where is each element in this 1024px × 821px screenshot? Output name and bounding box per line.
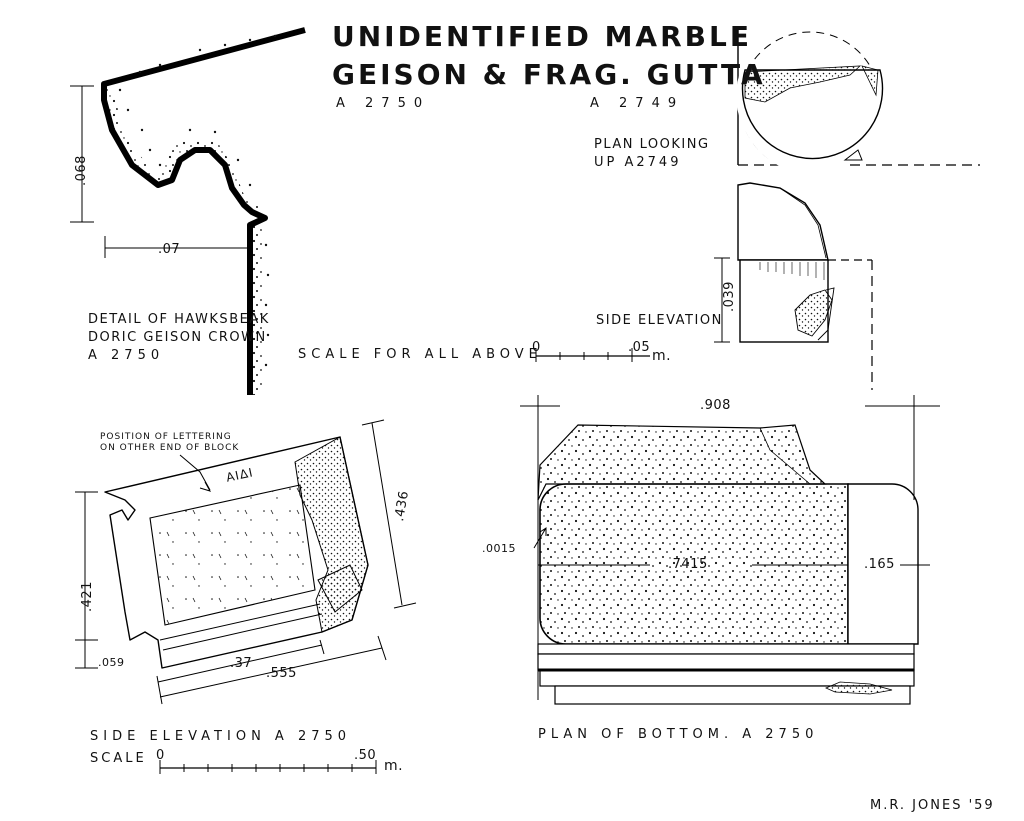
plan-dim-center: .7415 <box>668 557 708 572</box>
detail-dim-vertical: .068 <box>74 155 89 186</box>
large-scale-unit: m. <box>384 758 404 774</box>
plan-dim-right: .165 <box>864 557 895 572</box>
gutta-plan-caption-line-1: PLAN LOOKING <box>594 137 710 152</box>
small-scale-unit: m. <box>652 348 672 364</box>
small-scale-bar <box>535 348 650 362</box>
side-elevation-caption: SIDE ELEVATION A 2750 <box>90 729 352 744</box>
plan-caption: PLAN OF BOTTOM. A 2750 <box>538 727 819 742</box>
small-scale-end: .05 <box>628 340 651 355</box>
gutta-plan-caption-line-2: UP A2749 <box>594 155 682 170</box>
title-line-2: GEISON & FRAG. GUTTA <box>332 58 766 91</box>
side-dim-inner-width: .37 <box>230 656 253 671</box>
detail-caption-line-1: DETAIL OF HAWKSBEAK <box>88 312 270 327</box>
title-line-1: UNIDENTIFIED MARBLE <box>332 20 752 53</box>
plan-dim-width: .908 <box>700 398 731 413</box>
catalog-number-right: A 2749 <box>590 96 685 111</box>
large-scale-start: 0 <box>156 748 165 763</box>
gutta-side-elevation <box>714 182 873 390</box>
lettering-note-line-2: ON OTHER END OF BLOCK <box>100 443 240 453</box>
side-dim-small: .059 <box>98 656 125 669</box>
small-scale-start: 0 <box>532 340 541 355</box>
large-scale-bar <box>159 760 377 774</box>
hawksbeak-profile <box>70 27 306 395</box>
small-scale-label: SCALE FOR ALL ABOVE <box>298 347 542 362</box>
gutta-dim-vertical: .039 <box>722 281 737 312</box>
detail-dim-horizontal: .07 <box>158 242 181 257</box>
plan-dim-small: .0015 <box>482 542 516 555</box>
signature: M.R. JONES '59 <box>870 798 995 813</box>
gutta-side-caption: SIDE ELEVATION <box>596 313 723 328</box>
side-dim-width: .555 <box>266 666 297 681</box>
gutta-plan-view <box>736 28 980 174</box>
catalog-number-left: A 2750 <box>336 96 431 111</box>
detail-caption-line-3: A 2750 <box>88 348 165 363</box>
side-dim-height: .421 <box>80 581 95 612</box>
plan-of-bottom <box>520 395 940 705</box>
large-scale-label: SCALE <box>90 751 147 766</box>
large-scale-end: .50 <box>354 748 377 763</box>
detail-caption-line-2: DORIC GEISON CROWN <box>88 330 267 345</box>
side-elevation-block <box>75 419 417 705</box>
lettering-note-line-1: POSITION OF LETTERING <box>100 432 232 442</box>
